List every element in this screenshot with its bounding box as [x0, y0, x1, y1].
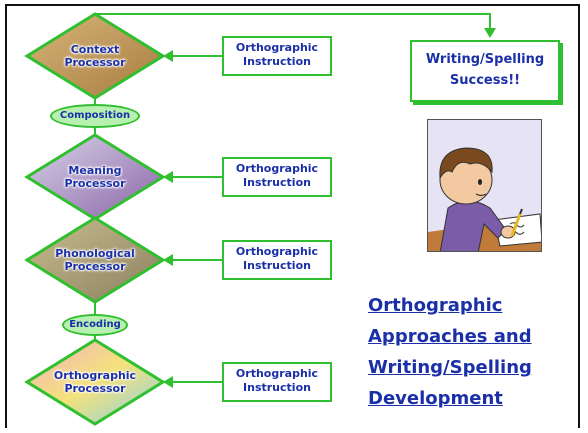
processor-label-context: Context Processor [64, 43, 126, 69]
slide-title: Orthographic Approaches and Writing/Spel… [368, 295, 532, 409]
child-writing-clipart [427, 119, 542, 252]
processor-label-meaning: Meaning Processor [64, 164, 126, 190]
instruction-box-4: Orthographic Instruction [222, 362, 332, 402]
instruction-box-2: Orthographic Instruction [222, 157, 332, 197]
instruction-box-3: Orthographic Instruction [222, 240, 332, 280]
instruction-box-1: Orthographic Instruction [222, 36, 332, 76]
success-arrowhead [484, 28, 496, 38]
diamond-orthographic [24, 338, 166, 426]
slide-frame [5, 4, 580, 428]
diamond-context [24, 12, 166, 100]
success-box: Writing/Spelling Success!! [410, 40, 560, 102]
encoding-oval: Encoding [62, 314, 128, 336]
composition-oval: Composition [50, 104, 140, 128]
diamond-phonological [24, 216, 166, 304]
instruction-arrows [163, 50, 222, 388]
processor-label-phonological: Phonological Processor [55, 247, 135, 273]
success-route-line [95, 13, 491, 30]
processor-label-orthographic: Orthographic Processor [53, 369, 137, 395]
child-writing-image [428, 120, 541, 251]
